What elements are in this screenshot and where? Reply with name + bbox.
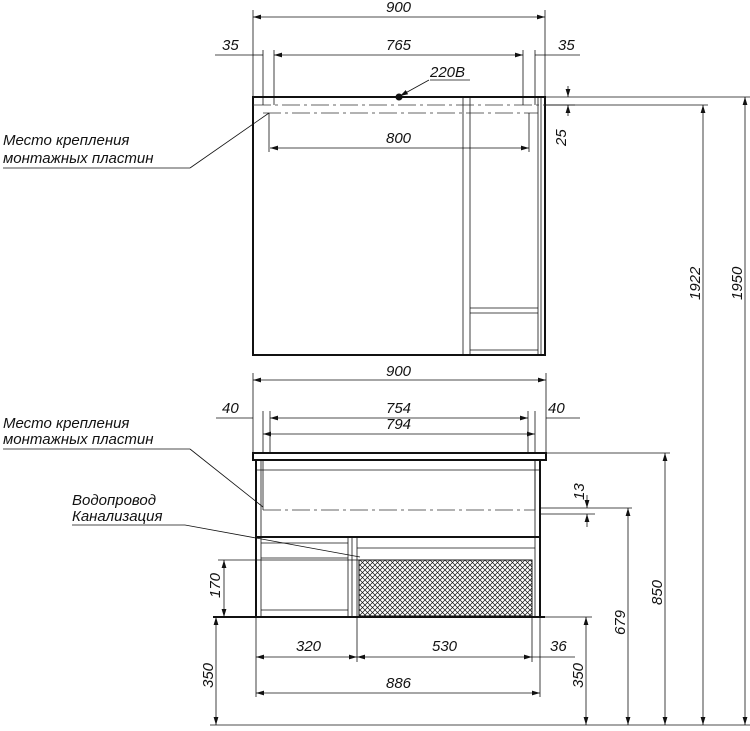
dim-body-886: 886 [386,675,412,692]
mount-label-top-2: монтажных пластин [3,150,153,167]
dim-width-36: 36 [550,638,567,655]
dim-bottom-left-offset: 40 [222,400,239,417]
dim-width-320: 320 [296,638,322,655]
mount-label-bottom-2: монтажных пластин [3,431,153,448]
sewage-label: Канализация [72,508,163,525]
dim-bottom-plate-span: 754 [386,400,411,417]
dim-drain-170: 170 [207,572,224,598]
dim-bottom-right-offset: 40 [548,400,565,417]
mount-label-bottom-1: Место крепления [3,415,129,432]
dim-bottom-inner: 794 [386,416,411,433]
dim-top-width: 900 [386,0,412,16]
power-label: 220В [429,64,465,81]
dim-left-350: 350 [200,662,217,688]
dim-top-left-offset: 35 [222,37,239,54]
power-outlet-icon [395,93,403,101]
dim-top-right-offset: 35 [558,37,575,54]
dim-right-350: 350 [570,662,587,688]
mount-label-top-1: Место крепления [3,132,129,149]
dim-height-679: 679 [612,609,629,635]
mesh-panel [358,559,533,617]
dim-height-850: 850 [649,579,666,605]
dim-top-plate-span: 765 [386,37,412,54]
mirror-cabinet [252,93,546,356]
dim-bottom-width: 900 [386,363,412,380]
vanity-unit [213,452,547,618]
dim-bottom-plate-height: 13 [571,483,588,500]
dim-top-inner: 800 [386,130,412,147]
dim-top-plate-height: 25 [553,129,570,147]
water-supply-label: Водопровод [72,492,156,509]
dim-height-1950: 1950 [729,266,746,300]
dim-height-1922: 1922 [687,266,704,300]
dim-width-530: 530 [432,638,458,655]
